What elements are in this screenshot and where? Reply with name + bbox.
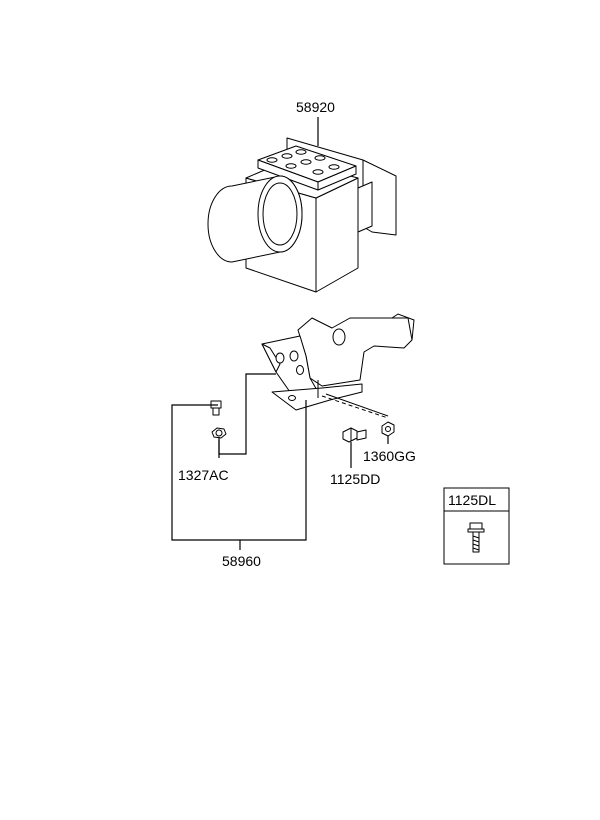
washer-nut-part-number: 1360GG [363,448,416,464]
inset-bolt-icon [467,522,485,553]
abs-module-part-number: 58920 [296,99,335,115]
inset-part-number: 1125DL [448,492,496,508]
bracket-group-leader [171,373,307,550]
inset-part-box [443,487,510,565]
nut-part-number: 1327AC [178,467,229,483]
bolt-part-number: 1125DD [330,471,380,487]
bracket-part-number: 58960 [222,553,261,569]
abs-module-drawing [207,137,397,293]
small-bolt-drawing [210,400,222,416]
bracket-drawing [261,313,415,419]
nut-1360gg-drawing [381,421,395,444]
bolt-1125dd-drawing [342,427,367,468]
